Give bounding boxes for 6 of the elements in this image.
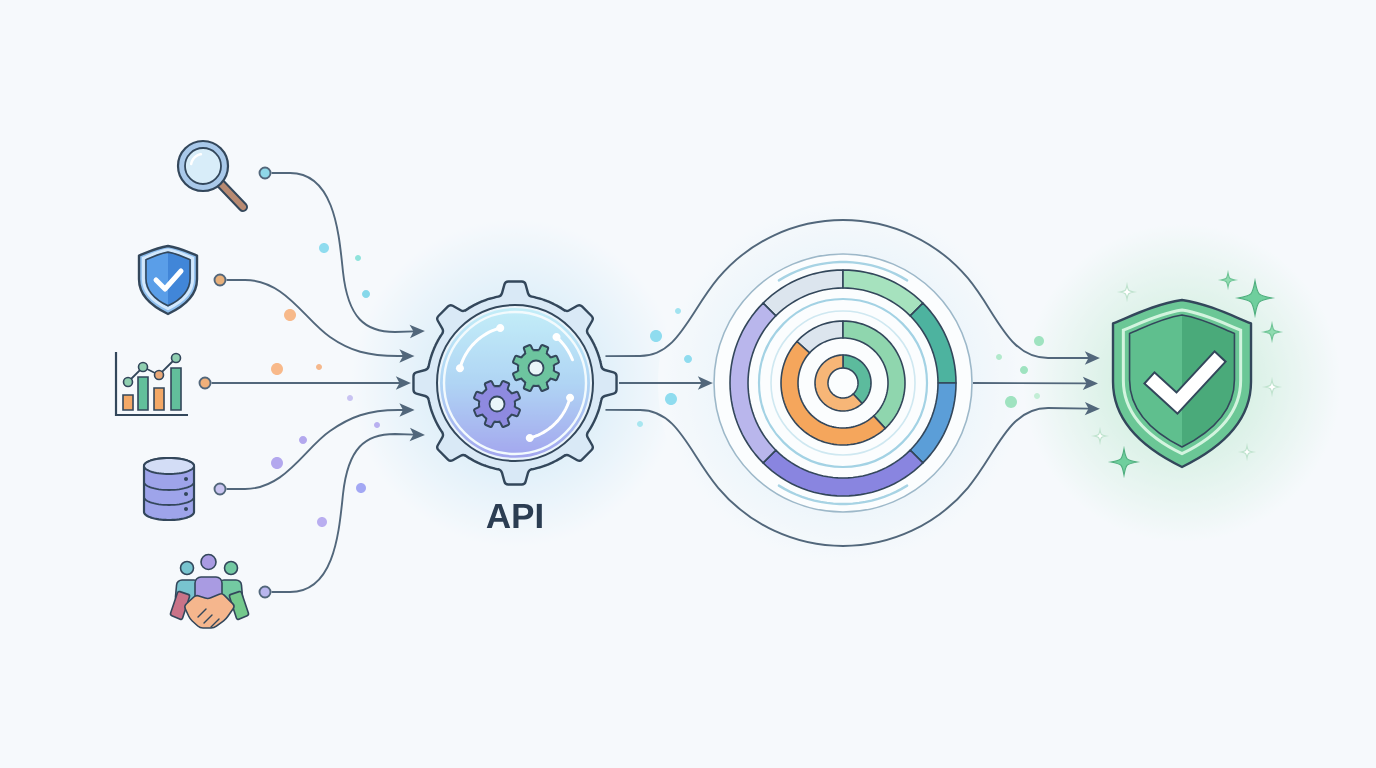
node-label: API (486, 503, 542, 528)
team-handshake-icon (169, 553, 272, 629)
shield-check-icon (137, 244, 227, 316)
donut-chart-icon (713, 253, 973, 513)
database-icon (142, 456, 227, 522)
magnifier-icon (176, 139, 272, 212)
